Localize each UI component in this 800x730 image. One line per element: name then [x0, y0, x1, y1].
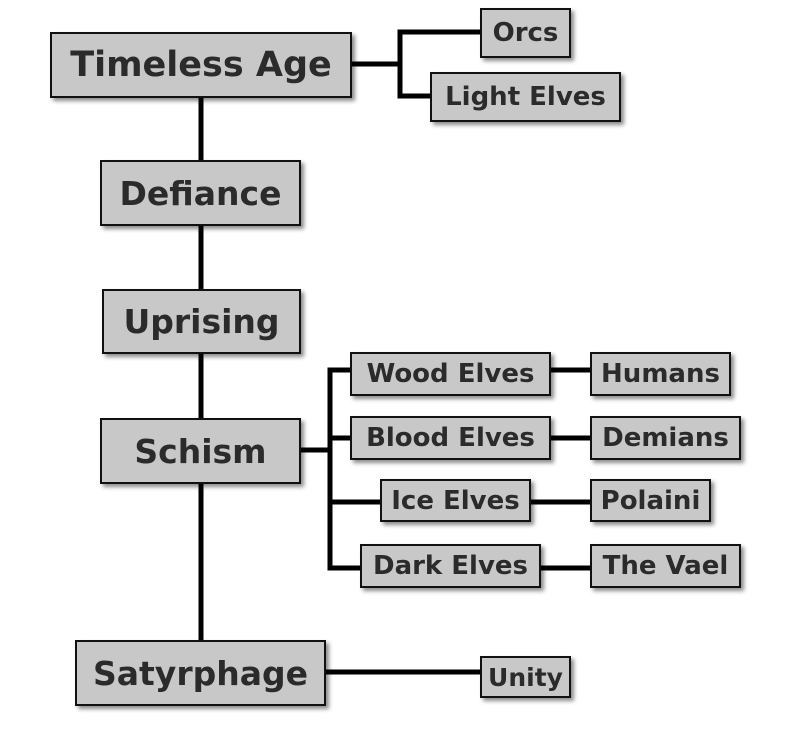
node-schism: Schism: [100, 418, 301, 484]
edge-schism-to-elves: [298, 367, 383, 571]
node-humans: Humans: [590, 352, 731, 396]
node-wood-elves: Wood Elves: [350, 352, 551, 396]
node-light-elves: Light Elves: [430, 72, 621, 122]
node-unity: Unity: [480, 656, 571, 698]
node-ice-elves: Ice Elves: [380, 479, 531, 522]
node-timeless-age: Timeless Age: [50, 32, 352, 98]
node-demians: Demians: [590, 416, 741, 460]
node-dark-elves: Dark Elves: [360, 544, 541, 588]
node-polaini: Polaini: [590, 479, 711, 522]
node-blood-elves: Blood Elves: [350, 416, 551, 460]
node-uprising: Uprising: [102, 289, 301, 354]
node-satyrphage: Satyrphage: [75, 640, 326, 706]
node-orcs: Orcs: [480, 8, 571, 58]
node-the-vael: The Vael: [590, 544, 741, 588]
edge-timeless-to-light-orcs: [349, 29, 483, 99]
node-defiance: Defiance: [100, 160, 301, 226]
